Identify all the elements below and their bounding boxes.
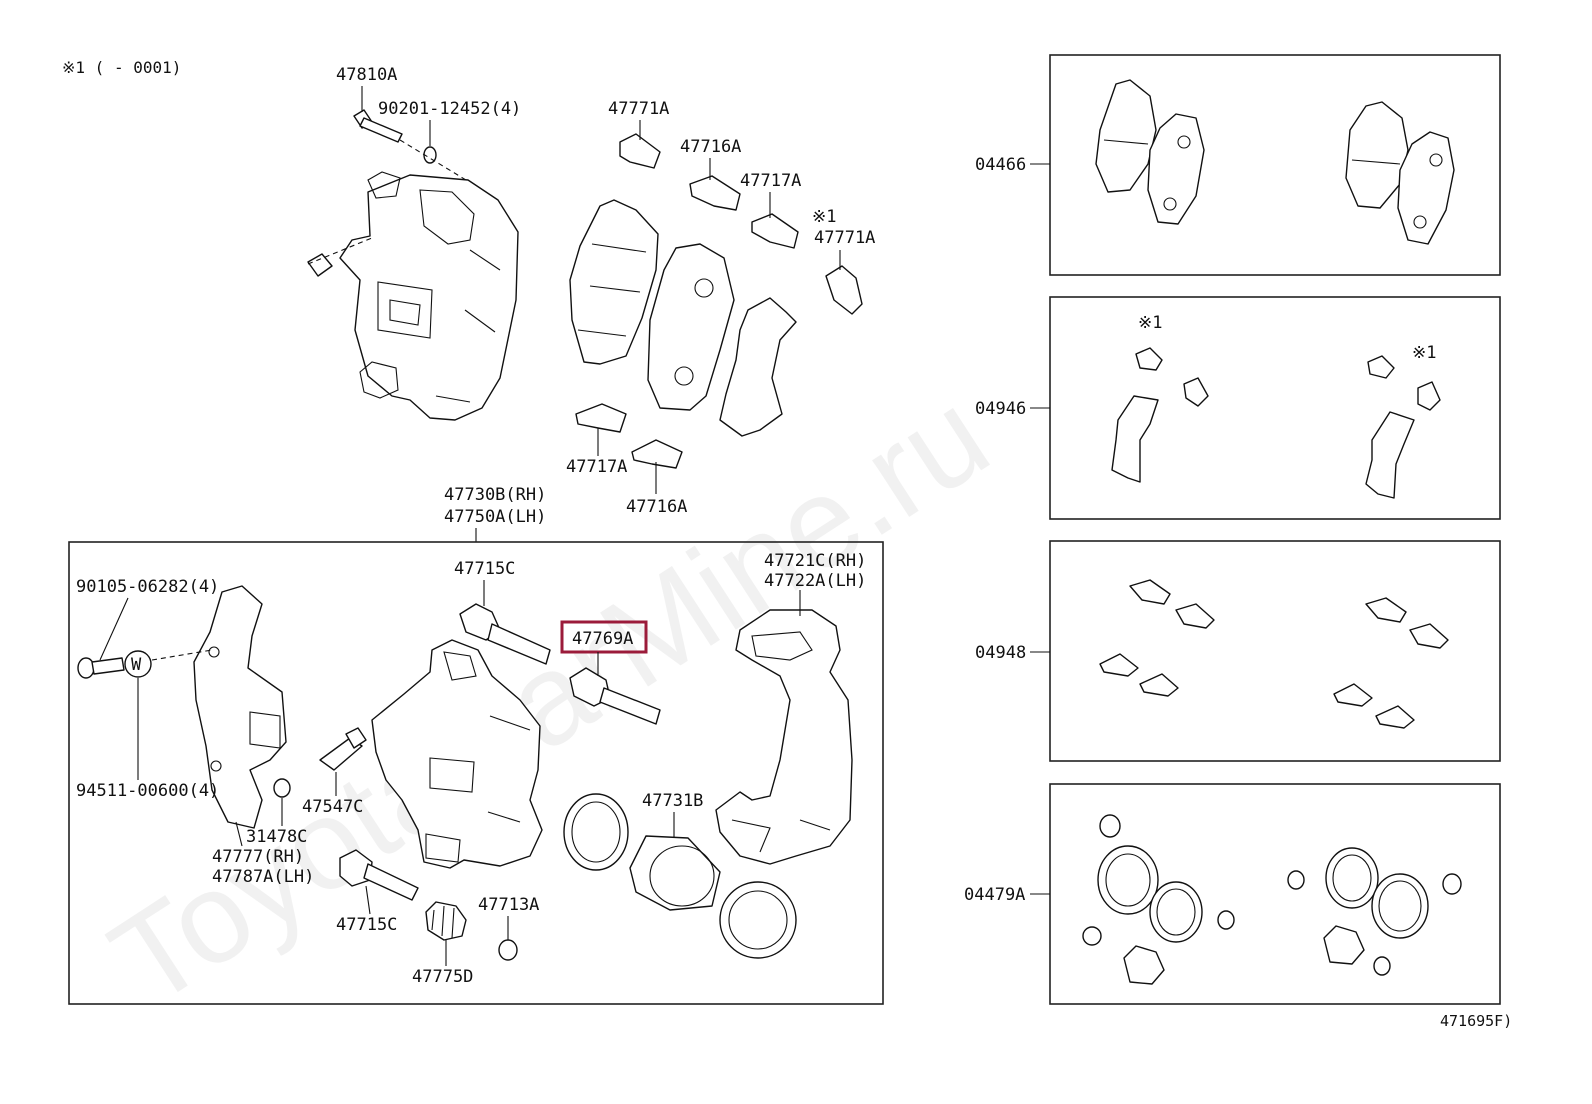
bleeder-leader (307, 237, 373, 265)
guide-pin-bottom (339, 849, 419, 901)
label-47771A-note: 47771A (814, 228, 875, 248)
kit-04946-mark-b: ※1 (1412, 343, 1436, 363)
label-90105-06282: 90105-06282(4) (76, 577, 219, 597)
label-47715C-bottom: 47715C (336, 915, 397, 935)
label-47731B: 47731B (642, 791, 703, 811)
kit-04479A-seals (1082, 814, 1462, 985)
label-90201-12452: 90201-12452(4) (378, 99, 521, 119)
anti-squeal-shim (719, 297, 797, 437)
label-47775D: 47775D (412, 967, 473, 987)
label-47547C: 47547C (302, 797, 363, 817)
kit-box-04948 (1049, 540, 1501, 762)
label-47713A: 47713A (478, 895, 539, 915)
note-mark-top: ※1 (812, 207, 836, 227)
kit-code-04946[interactable]: 04946 (975, 399, 1026, 419)
label-47715C-top: 47715C (454, 559, 515, 579)
label-47750A-LH: 47750A(LH) (444, 507, 546, 527)
kit-04466-pads (1095, 79, 1455, 245)
label-94511-00600: 94511-00600(4) (76, 781, 219, 801)
clip-47771A-top (619, 133, 661, 169)
box-leader-lines (99, 580, 801, 966)
bolt-leader (399, 139, 467, 181)
clip-47717A-bottom (575, 403, 627, 433)
washer-dash (151, 649, 213, 661)
kit-code-04466[interactable]: 04466 (975, 155, 1026, 175)
label-47769A[interactable]: 47769A (572, 629, 633, 649)
label-47722A-LH: 47722A(LH) (764, 571, 866, 591)
brake-pad-inner (569, 199, 659, 365)
piston-seal (563, 793, 629, 871)
clip-47771A-note (825, 265, 863, 315)
top-leader-lines (361, 86, 841, 542)
label-47771A-top: 47771A (608, 99, 669, 119)
caliper-body-top (307, 171, 519, 421)
label-47716A-top: 47716A (680, 137, 741, 157)
dust-shield-plate (193, 585, 287, 829)
caliper-body-lower (371, 639, 543, 869)
washer-w (124, 650, 152, 678)
bushing (498, 939, 518, 961)
kit-code-04948[interactable]: 04948 (975, 643, 1026, 663)
label-47717A-top: 47717A (740, 171, 801, 191)
guide-pin-47769A (569, 667, 661, 725)
figure-code: 471695F) (1440, 1012, 1512, 1030)
bolt-90201 (353, 109, 403, 143)
kit-04948-clips (1099, 579, 1449, 729)
guide-pin-top (459, 603, 551, 665)
kit-04946-mark-a: ※1 (1138, 313, 1162, 333)
kit-code-04479A[interactable]: 04479A (964, 885, 1025, 905)
mounting-bracket (715, 609, 853, 865)
label-47787A-LH: 47787A(LH) (212, 867, 314, 887)
applicability-note: ※1 ( - 0001) (62, 58, 181, 77)
label-47716A-bottom: 47716A (626, 497, 687, 517)
washer-mark: W (131, 655, 142, 675)
kit-04946-shims (1111, 347, 1441, 499)
label-47730B-RH: 47730B(RH) (444, 485, 546, 505)
clip-47716A-bottom (631, 439, 683, 469)
label-31478C: 31478C (246, 827, 307, 847)
label-47810A: 47810A (336, 65, 397, 85)
clip-47717A-top (751, 213, 799, 249)
piston (629, 835, 721, 911)
pin-boot (425, 901, 467, 941)
brake-pad-outer (647, 243, 735, 411)
piston-boot (719, 881, 797, 959)
label-47777-RH: 47777(RH) (212, 847, 304, 867)
clip-47716A-top (689, 175, 741, 211)
label-47721C-RH: 47721C(RH) (764, 551, 866, 571)
bolt-90105 (77, 657, 125, 679)
highlight-frame-47769A (560, 620, 648, 654)
bleeder-cap (273, 778, 291, 798)
kit-box-04466 (1049, 54, 1501, 276)
bleeder-plug (319, 727, 367, 771)
label-47717A-bottom: 47717A (566, 457, 627, 477)
caliper-assembly-box (68, 541, 884, 1005)
